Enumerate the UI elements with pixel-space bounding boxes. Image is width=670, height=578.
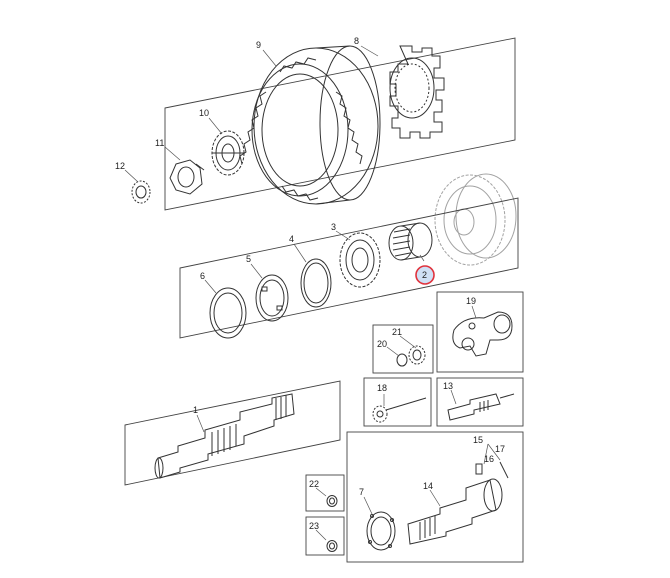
inset-box-23 (305, 516, 345, 556)
callout-17[interactable]: 17 (495, 444, 505, 454)
callout-8[interactable]: 8 (354, 36, 359, 46)
callout-15[interactable]: 15 (473, 435, 483, 445)
part-4-snap-ring[interactable] (300, 258, 332, 308)
callout-2[interactable]: 2 (422, 270, 427, 280)
inset-box-14-17 (346, 431, 524, 563)
callout-18[interactable]: 18 (377, 383, 387, 393)
callout-16[interactable]: 16 (484, 454, 494, 464)
callout-6[interactable]: 6 (200, 271, 205, 281)
part-large-gear-faded (434, 173, 517, 266)
part-20-o-ring[interactable] (396, 353, 408, 367)
callout-23[interactable]: 23 (309, 521, 319, 531)
callout-5[interactable]: 5 (246, 254, 251, 264)
panel-shaft-group (124, 380, 341, 486)
part-2-needle-bearing[interactable] (388, 222, 433, 261)
inset-box-13 (436, 377, 524, 427)
inset-box-18 (363, 377, 432, 427)
part-5-synchro-ring[interactable] (255, 274, 289, 322)
part-19-housing[interactable] (452, 311, 513, 357)
panel-middle-group (179, 197, 519, 339)
part-14-output-shaft[interactable] (407, 461, 509, 545)
part-23-ring[interactable] (326, 540, 338, 552)
callout-21[interactable]: 21 (392, 327, 402, 337)
callout-1[interactable]: 1 (193, 405, 198, 415)
callout-14[interactable]: 14 (423, 481, 433, 491)
part-13-shaft[interactable] (447, 393, 515, 421)
callout-22[interactable]: 22 (309, 479, 319, 489)
callout-4[interactable]: 4 (289, 234, 294, 244)
highlight-circle-part-2 (415, 265, 435, 285)
part-3-gear[interactable] (339, 232, 381, 288)
callout-12[interactable]: 12 (115, 161, 125, 171)
part-6-snap-ring[interactable] (209, 287, 247, 339)
panel-upper-group (164, 37, 516, 211)
callout-19[interactable]: 19 (466, 296, 476, 306)
part-18-drive-shaft[interactable] (372, 397, 427, 423)
part-21-seal-plate[interactable] (408, 345, 426, 365)
inset-box-22 (305, 474, 345, 512)
part-11-hex-nut[interactable] (169, 159, 205, 195)
callout-20[interactable]: 20 (377, 339, 387, 349)
leader-lines (124, 45, 501, 541)
callout-9[interactable]: 9 (256, 40, 261, 50)
callout-11[interactable]: 11 (155, 138, 164, 148)
part-12-small-nut[interactable] (131, 180, 151, 204)
part-9-ring-gear-drum[interactable] (239, 45, 381, 205)
part-8-splined-plate[interactable] (389, 45, 445, 139)
part-1-main-shaft[interactable] (154, 393, 295, 479)
callout-10[interactable]: 10 (199, 108, 209, 118)
callout-labels: 9 8 10 11 12 3 2 4 5 6 1 19 21 20 18 13 … (115, 36, 505, 531)
callout-7[interactable]: 7 (359, 487, 364, 497)
part-10-gear[interactable] (211, 130, 245, 176)
inset-box-19 (436, 291, 524, 373)
part-22-ring[interactable] (326, 495, 338, 507)
inset-box-20-21 (372, 324, 434, 374)
callout-3[interactable]: 3 (331, 222, 336, 232)
part-7-gasket[interactable] (366, 511, 396, 551)
callout-13[interactable]: 13 (443, 381, 453, 391)
